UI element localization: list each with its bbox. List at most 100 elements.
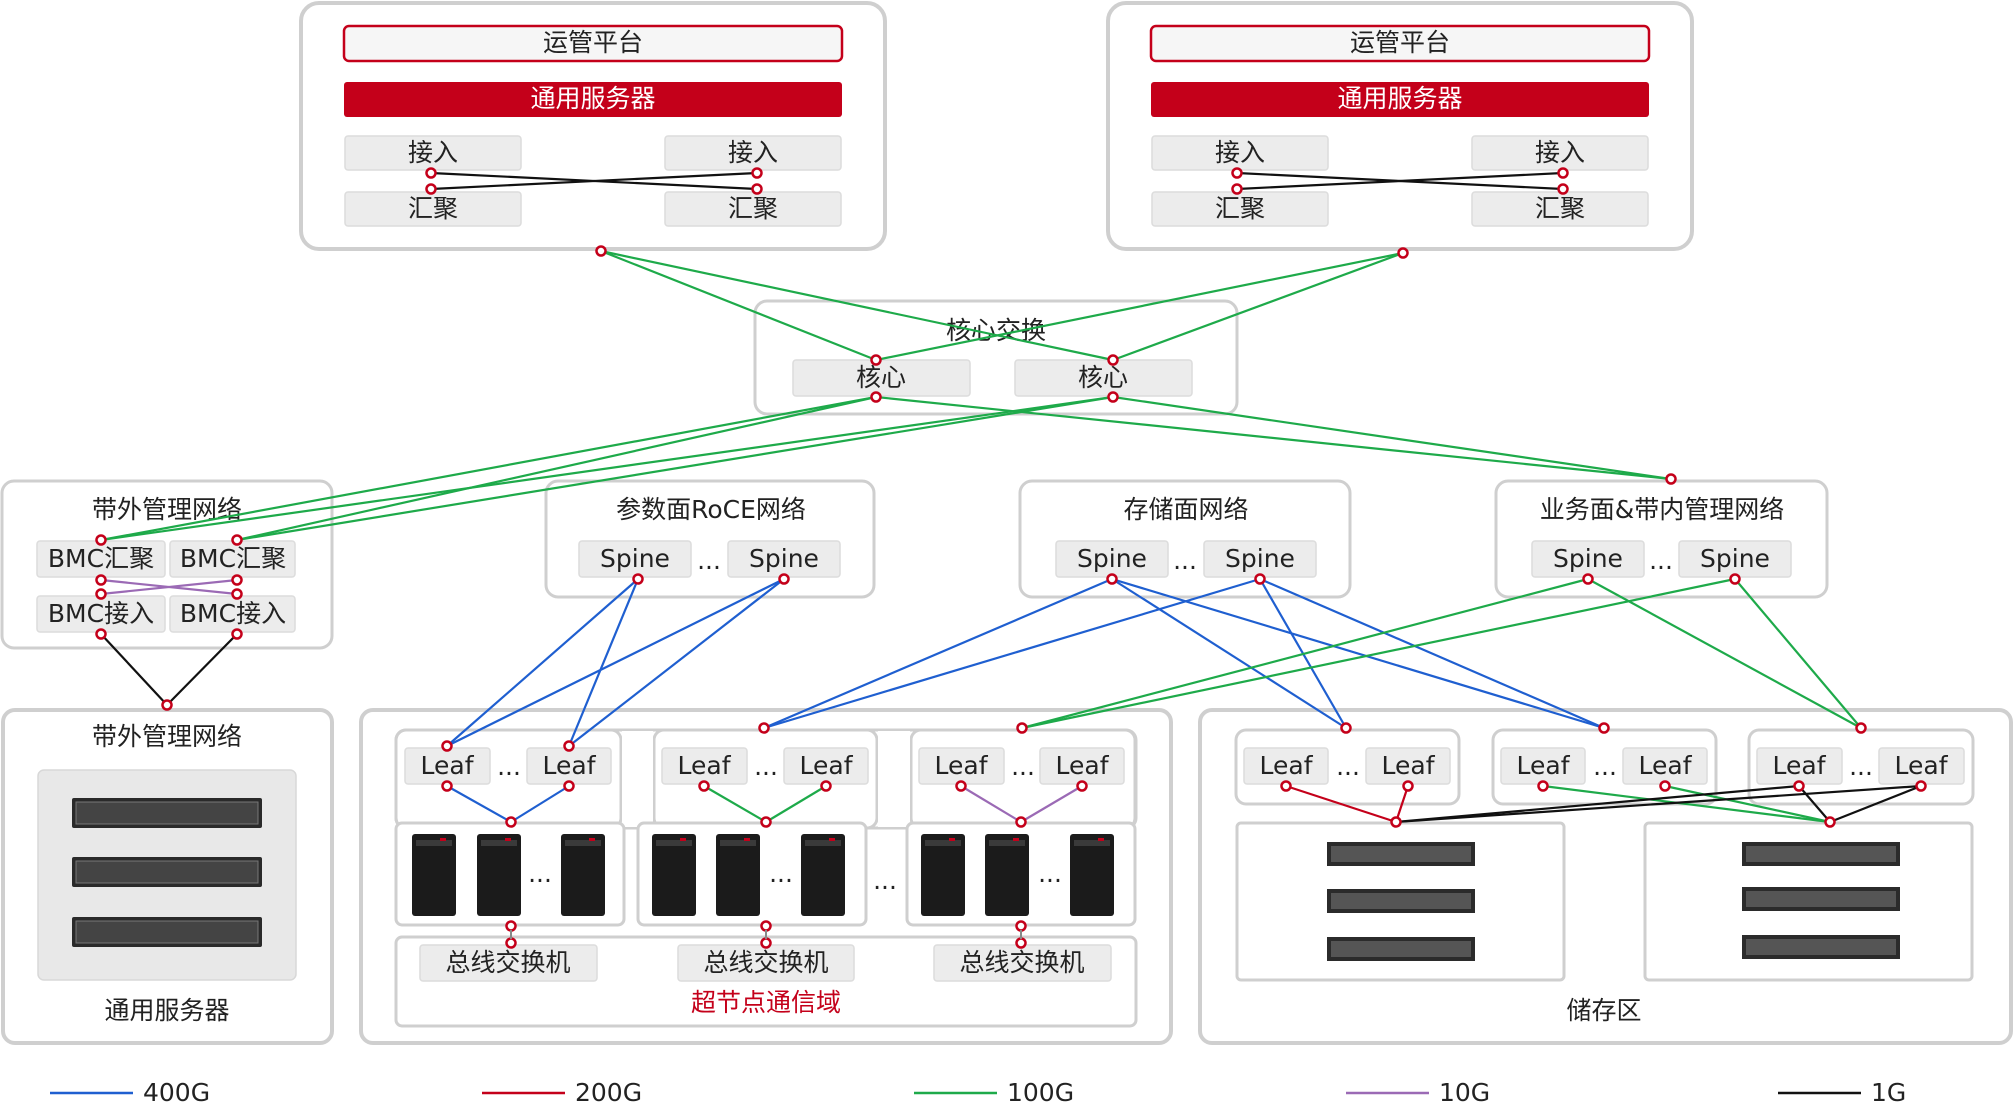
link-100g xyxy=(600,249,1114,362)
bmc-access-label: BMC接入 xyxy=(48,599,154,628)
leaf-label: Leaf xyxy=(1639,751,1693,780)
link-400g xyxy=(568,578,785,747)
storage-network-title: 存储面网络 xyxy=(1123,495,1248,524)
port-node xyxy=(441,740,453,752)
group-ellipsis: ... xyxy=(873,866,897,895)
spine-ellipsis: ... xyxy=(1649,546,1673,575)
port-node xyxy=(1015,937,1027,949)
storage-server-icon xyxy=(1327,937,1475,961)
aggregation-switch-label: 汇聚 xyxy=(408,194,458,223)
link-100g xyxy=(1587,578,1862,729)
general-server-bar xyxy=(344,82,842,117)
leaf-label: Leaf xyxy=(421,751,475,780)
port-node xyxy=(1016,722,1028,734)
leaf-ellipsis: ... xyxy=(497,752,521,781)
rack-server-icon xyxy=(72,798,262,828)
port-node xyxy=(425,167,437,179)
port-node xyxy=(95,588,107,600)
port-node xyxy=(1390,816,1402,828)
port-node xyxy=(1557,183,1569,195)
storage-server-icon xyxy=(1327,842,1475,866)
ops-platform-title: 运管平台 xyxy=(1350,28,1450,57)
server-ellipsis: ... xyxy=(528,859,552,888)
port-node xyxy=(1231,167,1243,179)
storage-server-icon xyxy=(1742,935,1900,959)
port-node xyxy=(441,780,453,792)
link-1g xyxy=(1395,784,1922,824)
leaf-label: Leaf xyxy=(935,751,989,780)
port-node xyxy=(1076,780,1088,792)
port-node xyxy=(563,780,575,792)
port-node xyxy=(425,183,437,195)
port-node xyxy=(231,588,243,600)
spine-ellipsis: ... xyxy=(697,546,721,575)
legend-label-100g: 100G xyxy=(1007,1078,1074,1104)
link-400g xyxy=(510,785,570,823)
oob-servers-title: 带外管理网络 xyxy=(92,722,242,751)
bmc-aggregation-label: BMC汇聚 xyxy=(48,544,154,573)
port-node xyxy=(231,628,243,640)
port-node xyxy=(1015,816,1027,828)
link-100g xyxy=(1542,784,1831,824)
storage-area-caption: 储存区 xyxy=(1566,996,1641,1025)
port-node xyxy=(231,534,243,546)
link-10g xyxy=(1020,785,1083,823)
link-400g xyxy=(567,578,640,747)
port-node xyxy=(698,780,710,792)
port-node xyxy=(1107,391,1119,403)
leaf-label: Leaf xyxy=(1517,751,1571,780)
ops-platform-title-box xyxy=(1149,24,1651,63)
bus-switch-label: 总线交换机 xyxy=(959,948,1084,977)
link-100g xyxy=(100,395,877,542)
legend-label-400g: 400G xyxy=(143,1078,210,1104)
leaf-label: Leaf xyxy=(678,751,732,780)
leaf-group-gap xyxy=(878,731,910,827)
port-node xyxy=(820,780,832,792)
port-node xyxy=(505,920,517,932)
port-node xyxy=(1793,780,1805,792)
leaf-group-gap xyxy=(622,731,653,827)
bus-switch-label: 总线交换机 xyxy=(703,948,828,977)
port-node xyxy=(870,354,882,366)
port-node xyxy=(1254,573,1266,585)
port-node xyxy=(1582,573,1594,585)
legend-label-10g: 10G xyxy=(1439,1078,1490,1104)
link-1g xyxy=(100,633,168,706)
spine-label: Spine xyxy=(1553,544,1623,573)
link-100g xyxy=(703,785,767,823)
link-100g xyxy=(1021,577,1736,730)
port-node xyxy=(1231,183,1243,195)
link-1g xyxy=(430,171,758,191)
supernode-domain-label: 超节点通信域 xyxy=(691,988,841,1017)
spine-label: Spine xyxy=(749,544,819,573)
leaf-ellipsis: ... xyxy=(1011,752,1035,781)
spine-ellipsis: ... xyxy=(1173,546,1197,575)
server-ellipsis: ... xyxy=(1038,859,1062,888)
roce-network-title: 参数面RoCE网络 xyxy=(616,495,806,524)
leaf-label: Leaf xyxy=(1773,751,1827,780)
oob-network-title: 带外管理网络 xyxy=(92,495,242,524)
link-1g xyxy=(166,633,238,706)
leaf-ellipsis: ... xyxy=(1593,752,1617,781)
port-node xyxy=(1107,354,1119,366)
port-node xyxy=(1824,816,1836,828)
tower-server-icon xyxy=(985,834,1029,916)
link-400g xyxy=(446,578,785,747)
port-node xyxy=(95,574,107,586)
leaf-ellipsis: ... xyxy=(1849,752,1873,781)
link-100g xyxy=(875,251,1404,362)
leaf-label: Leaf xyxy=(1895,751,1949,780)
spine-label: Spine xyxy=(1077,544,1147,573)
port-node xyxy=(563,740,575,752)
port-node xyxy=(760,816,772,828)
link-200g xyxy=(1394,785,1410,823)
tower-server-icon xyxy=(801,834,845,916)
storage-server-icon xyxy=(1327,889,1475,913)
leaf-label: Leaf xyxy=(1056,751,1110,780)
rack-server-icon xyxy=(72,857,262,887)
port-node xyxy=(1537,780,1549,792)
link-400g xyxy=(1259,577,1605,730)
port-node xyxy=(1402,780,1414,792)
server-ellipsis: ... xyxy=(769,859,793,888)
port-node xyxy=(231,574,243,586)
